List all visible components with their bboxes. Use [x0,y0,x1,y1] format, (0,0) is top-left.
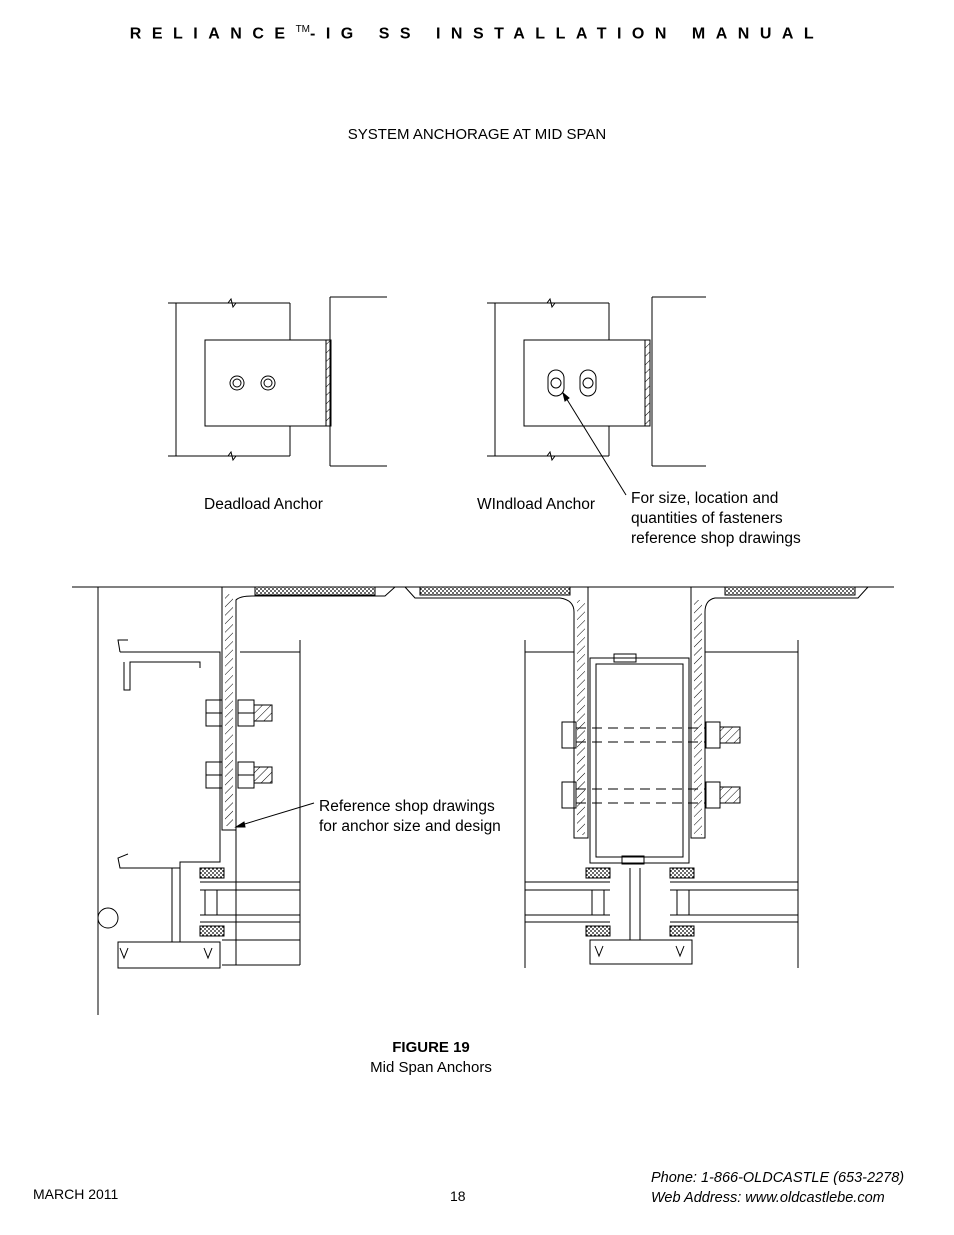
footer-phone: Phone: 1-866-OLDCASTLE (653-2278) [651,1170,905,1186]
footer-date: MARCH 2011 [33,1186,119,1202]
footer-web: Web Address: www.oldcastlebe.com [651,1190,885,1206]
deadload-section-drawing [97,586,396,1015]
manual-header: RELIANCETM-IG SS INSTALLATION MANUAL [0,24,954,43]
windload-anchor-drawing [487,296,706,496]
shop-drawings-note: Reference shop drawings for anchor size … [319,797,501,837]
shop-note-line: Reference shop drawings [319,798,495,815]
fastener-note: For size, location and quantities of fas… [631,489,801,549]
windload-section-drawing [404,586,869,968]
figure-number: FIGURE 19 [392,1039,470,1056]
windload-anchor-label: WIndload Anchor [477,496,596,513]
header-title-pre: RELIANCE [129,25,296,43]
figure-caption: Mid Span Anchors [370,1059,492,1076]
fastener-note-line: For size, location and [631,490,779,507]
header-title-post: -IG SS INSTALLATION MANUAL [310,25,825,43]
page-number: 18 [450,1188,466,1204]
fastener-note-line: quantities of fasteners [631,510,783,527]
deadload-anchor-drawing [168,296,387,467]
footer-contact: Phone: 1-866-OLDCASTLE (653-2278) Web Ad… [651,1168,904,1208]
shop-note-line: for anchor size and design [319,818,501,835]
trademark-mark: TM [295,24,311,35]
fastener-note-line: reference shop drawings [631,530,801,547]
deadload-anchor-label: Deadload Anchor [204,496,323,513]
section-title: SYSTEM ANCHORAGE AT MID SPAN [347,126,607,143]
